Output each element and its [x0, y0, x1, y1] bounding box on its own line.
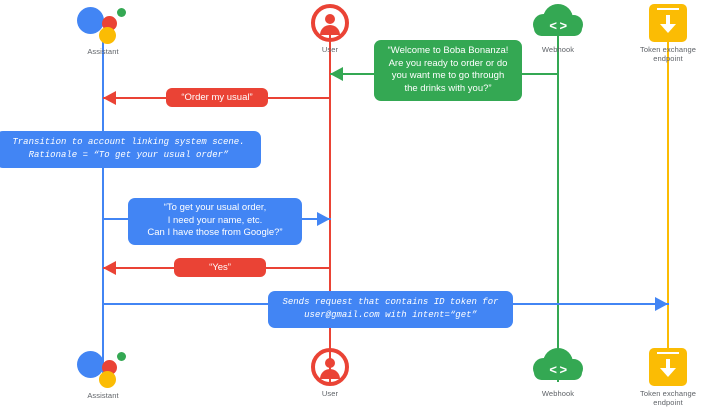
actor-label-user: User [321, 389, 339, 398]
need-name-line-2: I need your name, etc. [167, 214, 263, 226]
lifeline-assistant [102, 30, 104, 382]
message-bubble-yes: “Yes” [174, 258, 266, 277]
lifeline-user [329, 30, 331, 382]
arrow-head-need-name [317, 212, 330, 226]
actor-label-assistant: Assistant [87, 391, 119, 400]
yes-text: “Yes” [209, 262, 231, 273]
lifeline-token-endpoint [667, 30, 669, 382]
google-assistant-icon [77, 348, 129, 388]
arrow-head-yes [103, 261, 116, 275]
actor-label-token-line2: endpoint [653, 398, 683, 407]
need-name-line-3: Can I have those from Google?” [147, 227, 283, 238]
arrow-head-sends-request [655, 297, 668, 311]
actor-assistant-bottom: Assistant [43, 348, 163, 400]
message-bubble-order-usual: “Order my usual” [166, 88, 268, 107]
transition-line-1: Transition to account linking system sce… [12, 137, 245, 147]
order-usual-text: “Order my usual” [181, 92, 253, 103]
actor-assistant-top: Assistant [43, 4, 163, 56]
welcome-line-1: “Welcome to Boba Bonanza! [387, 45, 509, 56]
actor-label-token-line1: Token exchange [639, 45, 697, 54]
welcome-line-4: the drinks with you?” [404, 82, 492, 94]
arrow-head-welcome [330, 67, 343, 81]
google-assistant-icon [77, 4, 129, 44]
sends-request-line-2: user@gmail.com with intent=“get” [304, 310, 477, 320]
actor-label-user: User [321, 45, 339, 54]
download-endpoint-icon [649, 348, 687, 386]
actor-webhook-top: < > Webhook [498, 4, 618, 54]
transition-line-2: Rationale = “To get your usual order” [28, 150, 229, 160]
actor-label-token-line1: Token exchange [639, 389, 697, 398]
actor-label-webhook: Webhook [541, 45, 575, 54]
message-bubble-sends-request: Sends request that contains ID token for… [268, 291, 513, 328]
actor-token-endpoint-bottom: Token exchange endpoint [608, 348, 725, 407]
actor-label-webhook: Webhook [541, 389, 575, 398]
note-transition: Transition to account linking system sce… [0, 131, 261, 168]
actor-label-token-line2: endpoint [653, 54, 683, 63]
actor-webhook-bottom: < > Webhook [498, 348, 618, 398]
arrow-head-order-usual [103, 91, 116, 105]
message-bubble-need-name: “To get your usual order, I need your na… [128, 198, 302, 245]
actor-token-endpoint-top: Token exchange endpoint [608, 4, 725, 63]
user-avatar-icon [311, 4, 349, 42]
need-name-line-1: “To get your usual order, [163, 202, 267, 213]
actor-label-assistant: Assistant [87, 47, 119, 56]
welcome-line-2: Are you ready to order or do [388, 57, 508, 69]
download-endpoint-icon [649, 4, 687, 42]
actor-user-top: User [270, 4, 390, 54]
actor-user-bottom: User [270, 348, 390, 398]
cloud-code-icon: < > [532, 4, 584, 42]
sends-request-line-1: Sends request that contains ID token for [282, 297, 499, 307]
user-avatar-icon [311, 348, 349, 386]
lifeline-webhook [557, 30, 559, 382]
cloud-code-icon: < > [532, 348, 584, 386]
message-bubble-welcome: “Welcome to Boba Bonanza! Are you ready … [374, 40, 522, 101]
welcome-line-3: you want me to go through [391, 70, 505, 81]
